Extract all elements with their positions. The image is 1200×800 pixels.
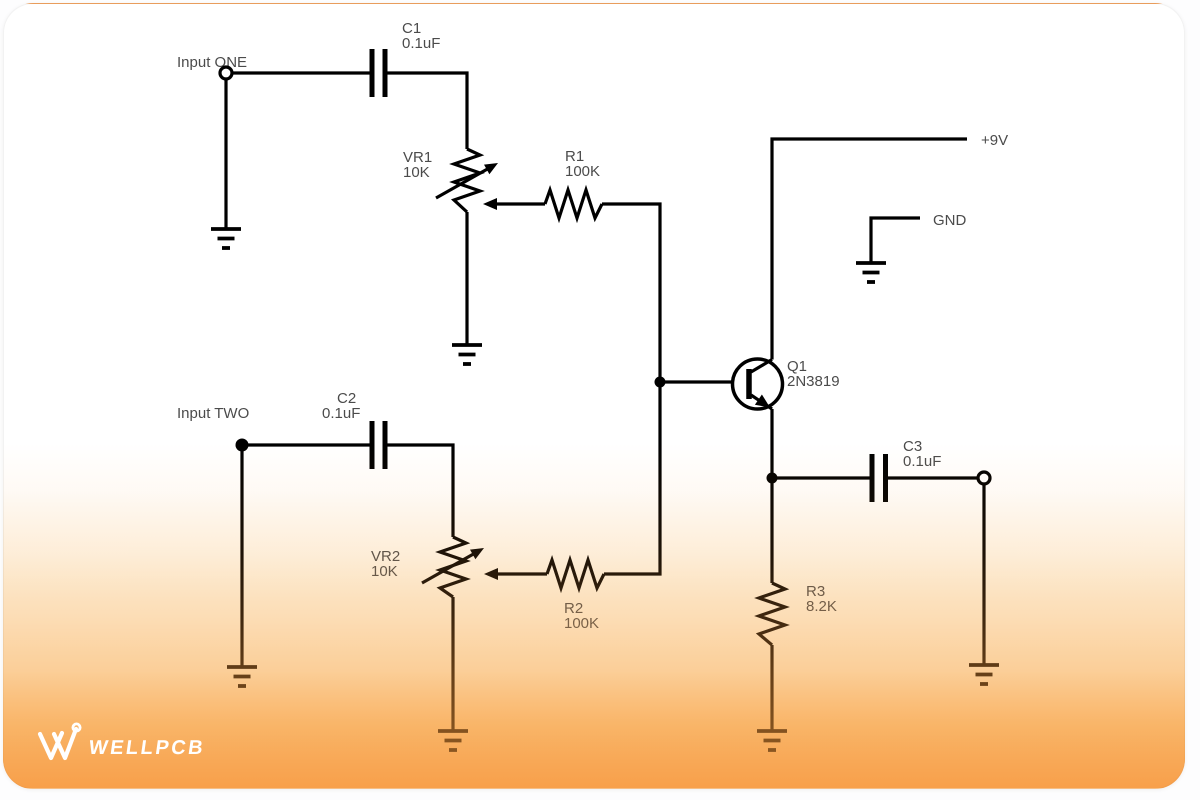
wire: [387, 443, 455, 537]
input-one-branch: Input ONE: [177, 54, 370, 250]
wellpcb-logo-text: WELLPCB: [87, 737, 206, 759]
r3-resistor: R3 8.2K: [754, 581, 837, 752]
resistor-zigzag: [754, 581, 790, 647]
vr1-potentiometer: VR1 10K: [403, 147, 498, 366]
ground-symbol: [452, 343, 482, 366]
resistor-zigzag: [543, 184, 604, 224]
q1-transistor: Q1 2N3819: [730, 357, 840, 411]
supply-rail: +9V: [770, 132, 1008, 360]
vr1-value: 10K: [403, 164, 430, 181]
input-two-label: Input TWO: [177, 405, 249, 422]
wire: [602, 202, 662, 576]
pot-adjust-arrow: [435, 165, 492, 200]
wire: [869, 216, 920, 263]
q1-value: 2N3819: [787, 373, 840, 390]
ground-symbol: [856, 261, 886, 284]
ground-symbol: [969, 663, 999, 686]
c2-capacitor: C2 0.1uF: [322, 390, 455, 537]
ground-symbol: [438, 729, 468, 752]
input-two-branch: Input TWO: [177, 405, 370, 688]
c3-output-branch: C3 0.1uF: [772, 438, 999, 686]
supply-label: +9V: [981, 132, 1008, 149]
resistor-zigzag: [545, 554, 606, 594]
ground-symbol: [211, 227, 241, 250]
r1-value: 100K: [565, 163, 600, 180]
wellpcb-logo-icon: [37, 722, 82, 761]
wiper-arrowhead: [484, 568, 498, 580]
wiper-arrowhead: [483, 198, 497, 210]
r3-value: 8.2K: [806, 598, 837, 615]
c1-capacitor: C1 0.1uF: [369, 20, 469, 149]
vr2-potentiometer: VR2 10K: [371, 535, 484, 752]
input-two-terminal: [235, 438, 249, 452]
input-one-label: Input ONE: [177, 54, 247, 71]
r1-resistor: R1 100K: [483, 148, 662, 576]
junction-dot: [654, 376, 666, 388]
c1-value: 0.1uF: [402, 35, 440, 52]
r2-value: 100K: [564, 615, 599, 632]
r2-resistor: R2 100K: [484, 554, 606, 632]
ground-symbol: [757, 729, 787, 752]
source-net: [766, 409, 778, 583]
input-one-terminal: [218, 65, 234, 81]
gnd-label: GND: [933, 212, 967, 229]
c3-value: 0.1uF: [903, 453, 941, 470]
output-terminal: [976, 470, 992, 486]
c2-value: 0.1uF: [322, 405, 360, 422]
vr2-value: 10K: [371, 563, 398, 580]
gnd-stub: GND: [856, 212, 967, 284]
wellpcb-logo: WELLPCB: [37, 722, 207, 761]
wire: [387, 71, 469, 149]
ground-symbol: [227, 665, 257, 688]
